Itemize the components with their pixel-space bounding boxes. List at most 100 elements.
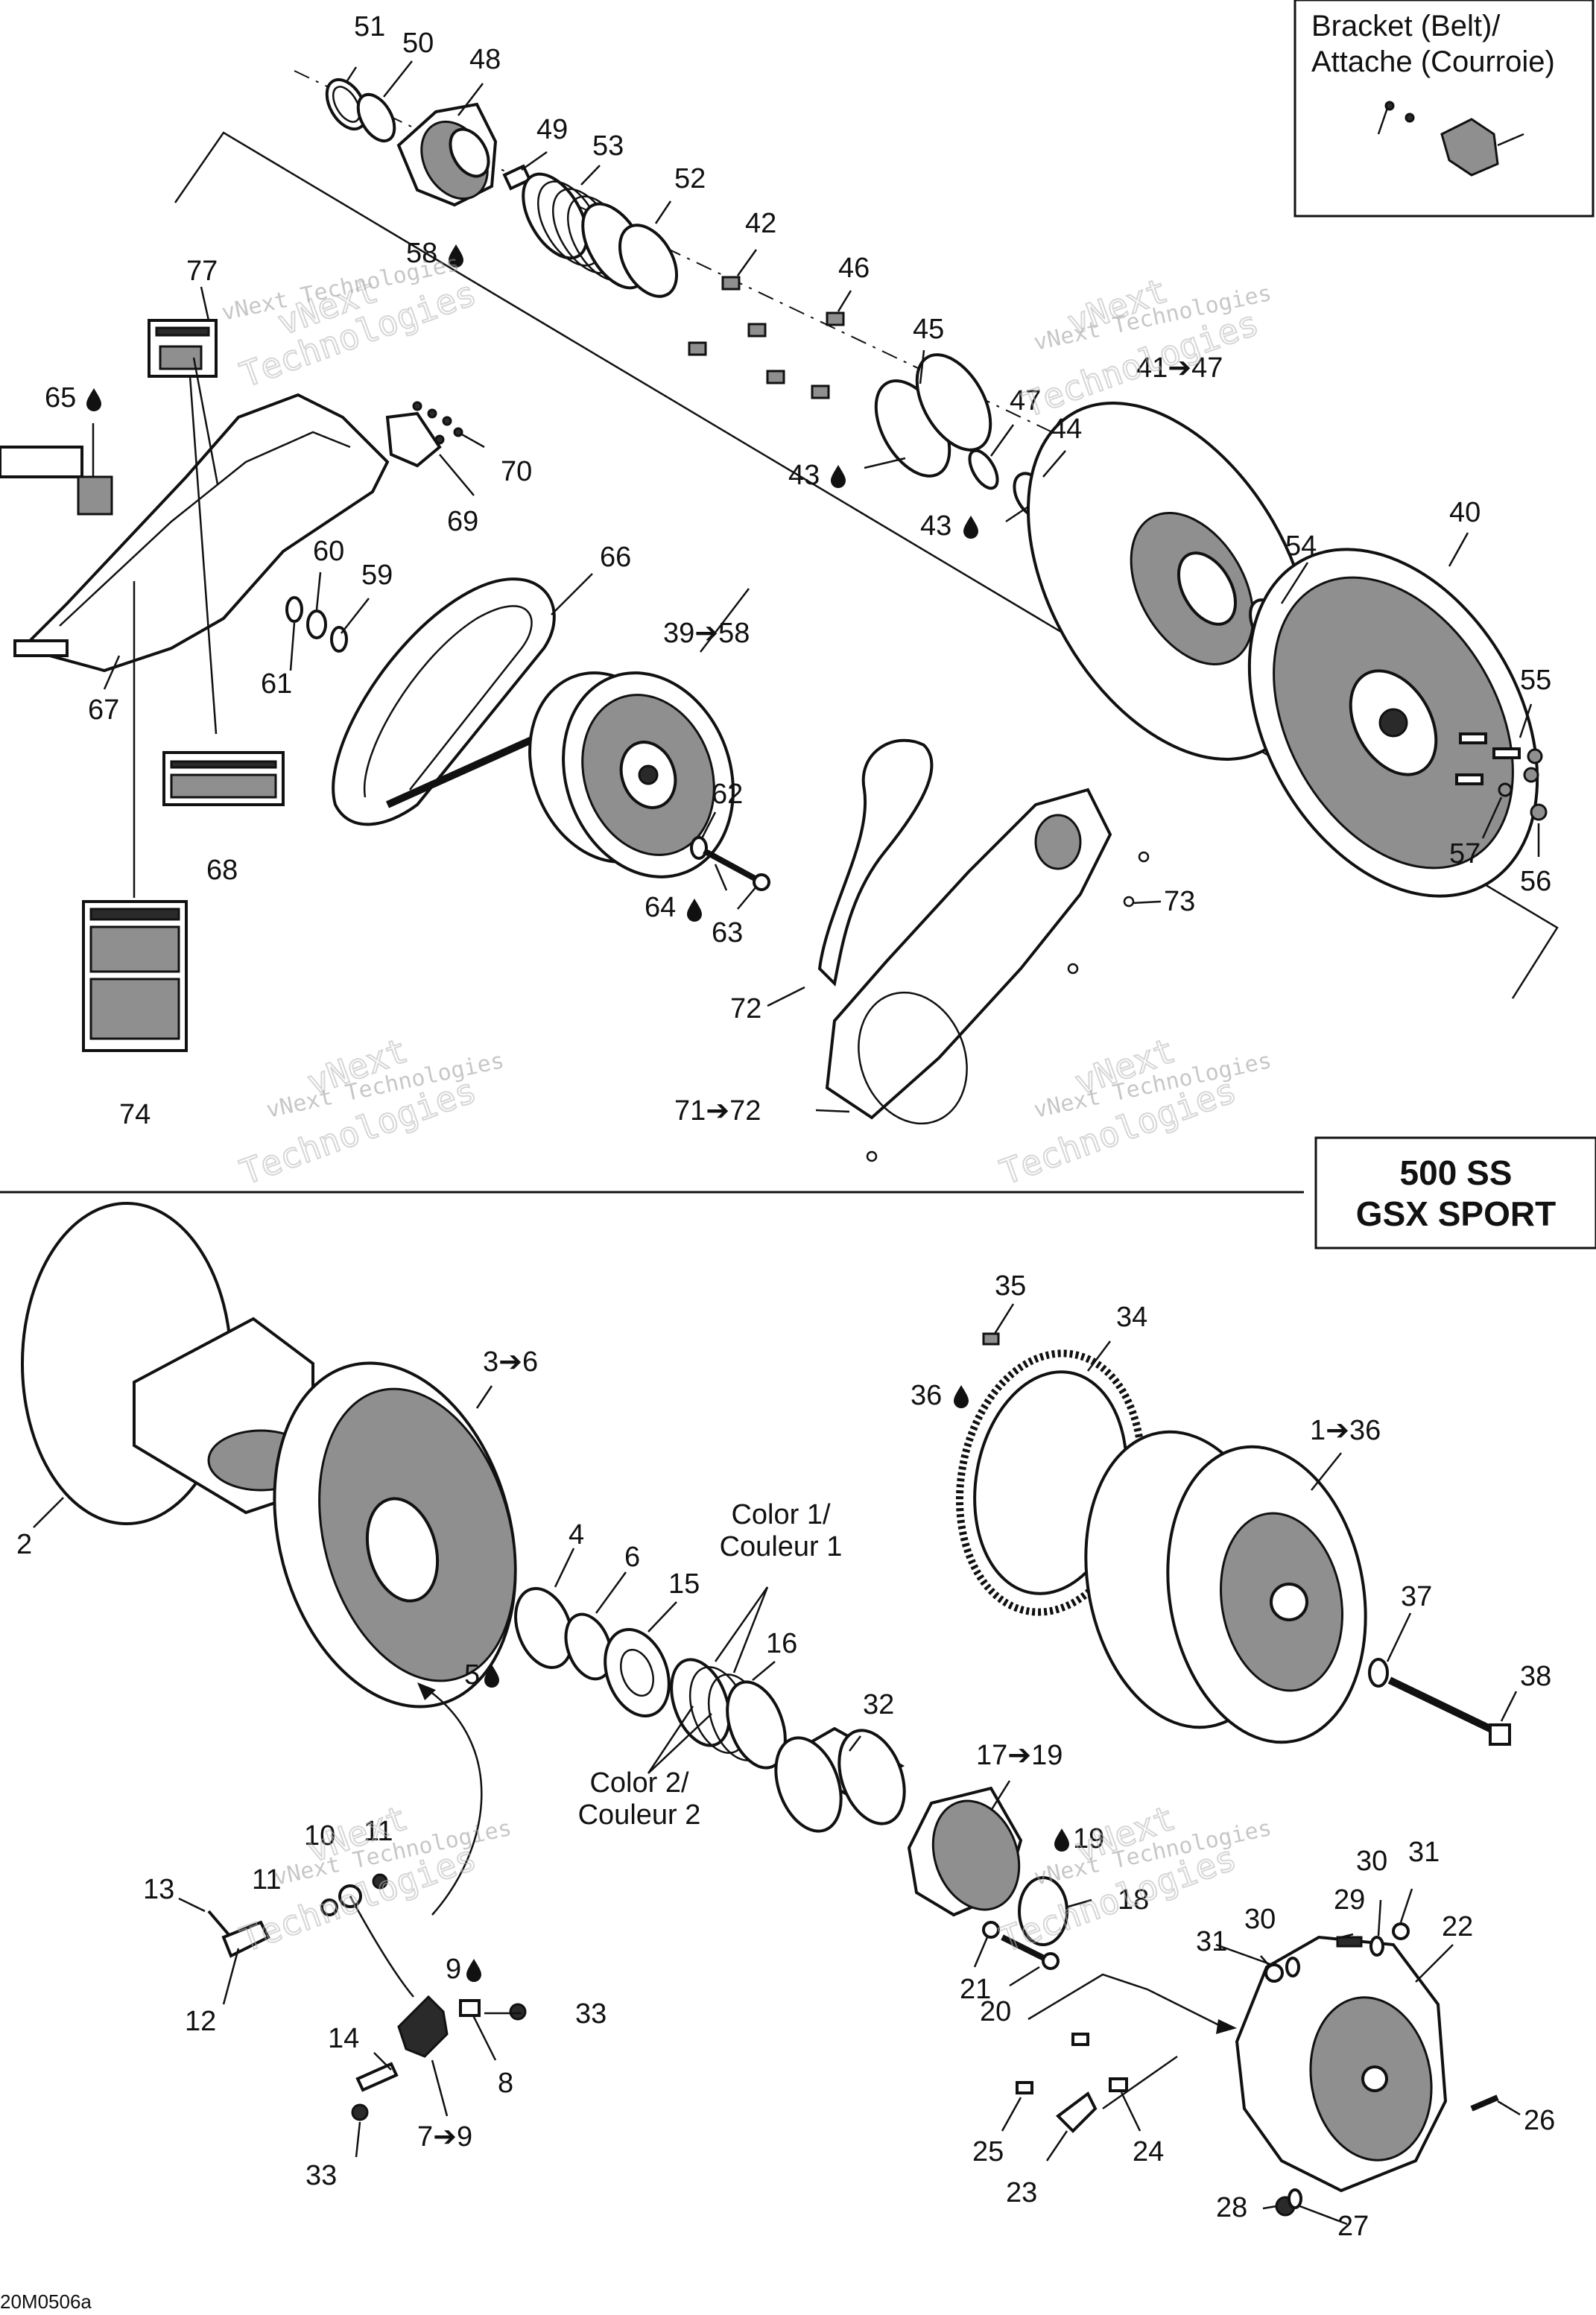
part-2-fixed-sheave <box>21 1202 314 1525</box>
part-6-ring <box>564 1612 613 1681</box>
part-1-36-drive-pulley <box>1084 1430 1367 1744</box>
part-62-washer <box>690 836 708 860</box>
callout-37: 37 <box>1401 1581 1432 1612</box>
callout-3-6: 3➔6 <box>483 1346 538 1378</box>
callout-59: 59 <box>361 560 393 591</box>
callout-73: 73 <box>1164 886 1195 917</box>
model-line2: GSX SPORT <box>1356 1194 1556 1233</box>
callout-21: 21 <box>960 1974 991 2005</box>
callout-61: 61 <box>261 668 292 700</box>
callout-35: 35 <box>995 1270 1026 1302</box>
callout-7-9: 7➔9 <box>417 2121 472 2153</box>
callout-30-b: 30 <box>1244 1904 1276 1935</box>
callout-24: 24 <box>1133 2136 1164 2167</box>
callout-54: 54 <box>1285 531 1317 562</box>
callout-18: 18 <box>1118 1884 1149 1916</box>
callout-53: 53 <box>592 130 624 162</box>
model-box <box>1314 1136 1596 1250</box>
part-20-screw <box>1001 1934 1060 1970</box>
callout-27: 27 <box>1337 2211 1369 2242</box>
callout-11-a: 11 <box>364 1816 393 1847</box>
part-51-circlip <box>325 77 368 131</box>
callout-57: 57 <box>1449 838 1481 870</box>
callout-47: 47 <box>1010 385 1041 417</box>
callout-31-a: 31 <box>1408 1837 1440 1868</box>
callout-51: 51 <box>354 11 385 42</box>
callout-43-a: 43 <box>788 460 820 491</box>
driven-assembly-outline <box>174 131 1559 999</box>
assembly-arrow-arm <box>424 1686 483 1916</box>
label-77-decal <box>148 319 218 378</box>
color1-label-line1: Color 1/ <box>731 1499 830 1530</box>
part-14-pin <box>355 2062 399 2092</box>
callout-28: 28 <box>1216 2192 1247 2223</box>
callout-33-a: 33 <box>575 1998 607 2030</box>
lubricant-drop-icon <box>86 388 101 411</box>
part-75-belt-bracket <box>1440 118 1499 177</box>
assembly-arrowhead-arm <box>417 1682 436 1700</box>
part-23-25-lever <box>1016 1973 1178 2133</box>
callout-52: 52 <box>674 163 706 194</box>
callout-62: 62 <box>712 779 743 810</box>
bracket-inset-box <box>1293 0 1595 218</box>
part-27-washer <box>1288 2188 1302 2209</box>
callout-29: 29 <box>1334 1884 1365 1916</box>
part-33-nut-lower <box>351 2103 369 2121</box>
callout-20: 20 <box>980 1996 1011 2027</box>
part-50-ring <box>356 92 396 143</box>
lubricant-drop-icon <box>831 465 846 488</box>
callout-12: 12 <box>185 2006 216 2037</box>
lubricant-drop-icon <box>954 1385 969 1408</box>
part-49-slider-shoe <box>502 164 532 191</box>
part-17-19-governor-cup <box>907 1786 1023 1917</box>
callout-60: 60 <box>313 536 344 567</box>
part-37-washer <box>1368 1658 1389 1688</box>
callout-48: 48 <box>469 44 501 75</box>
lubricant-drop-icon <box>687 899 702 922</box>
callout-32: 32 <box>863 1689 894 1720</box>
callout-65: 65 <box>45 382 76 414</box>
part-45-bushing <box>874 353 992 478</box>
callout-17-19: 17➔19 <box>976 1740 1063 1771</box>
callout-33-b: 33 <box>305 2160 337 2191</box>
callout-46: 46 <box>838 253 870 284</box>
watermark-group-mid-right: vNext Technologies vNext Technologies <box>994 1029 1273 1193</box>
callout-34: 34 <box>1116 1302 1147 1333</box>
inset-title-line1: Bracket (Belt)/ <box>1311 10 1501 42</box>
color1-leader-b <box>732 1586 769 1673</box>
callout-58: 58 <box>406 238 437 269</box>
callout-5: 5 <box>464 1659 480 1691</box>
part-71-72-belt-guard-cover <box>825 788 1150 1162</box>
callout-38: 38 <box>1520 1661 1551 1692</box>
callout-41-47: 41➔47 <box>1136 352 1223 384</box>
callout-68: 68 <box>206 855 238 886</box>
callout-6: 6 <box>624 1542 640 1573</box>
color2-label-line1: Color 2/ <box>589 1767 688 1799</box>
part-65-shaft <box>0 446 113 516</box>
part-15-washer <box>604 1627 671 1718</box>
lubricant-drop-icon <box>466 1959 481 1982</box>
part-59-61-washers <box>285 596 348 653</box>
callout-74: 74 <box>119 1099 151 1130</box>
part-63-bolt <box>703 848 770 891</box>
callout-10: 10 <box>304 1820 335 1852</box>
callout-49: 49 <box>536 114 568 145</box>
callout-13: 13 <box>143 1874 174 1905</box>
part-67-belt-guard <box>13 393 390 673</box>
part-55-57-pins <box>1455 732 1548 821</box>
callout-2: 2 <box>16 1529 32 1560</box>
lubricant-drop-icon <box>963 516 978 539</box>
callout-64: 64 <box>645 892 676 923</box>
callout-42: 42 <box>745 208 776 239</box>
callout-45: 45 <box>913 314 944 345</box>
callout-72: 72 <box>730 993 761 1025</box>
callout-66: 66 <box>600 542 631 573</box>
part-7-9-arm <box>397 1995 481 2058</box>
part-16-spring <box>670 1658 787 1770</box>
callout-15: 15 <box>668 1568 700 1600</box>
callout-1-36: 1➔36 <box>1310 1415 1381 1446</box>
callout-22: 22 <box>1442 1911 1473 1942</box>
callout-8: 8 <box>498 2068 513 2099</box>
part-47-clip <box>968 449 999 490</box>
part-38-bolt <box>1387 1676 1511 1746</box>
